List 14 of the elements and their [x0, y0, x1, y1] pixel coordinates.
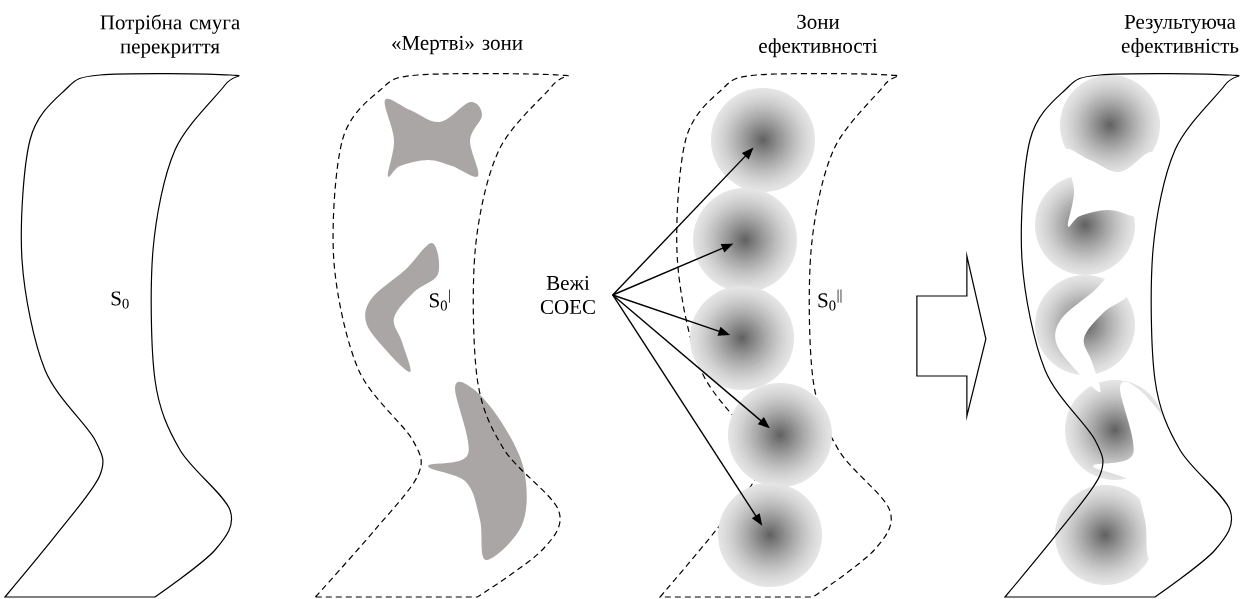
- heading: Потрібна смуга перекриття: [100, 14, 240, 58]
- area-label: S$_{0}$||: [818, 289, 842, 311]
- tower-label: Вежі СОЕС: [540, 275, 595, 315]
- heading: Зони ефективності: [759, 14, 878, 58]
- heading: «Мертві» зони: [392, 35, 523, 55]
- efficiency-zone: [728, 383, 832, 487]
- efficiency-zone: [711, 88, 815, 192]
- efficiency-zone: [690, 286, 794, 390]
- block-arrow: [916, 250, 987, 421]
- area-label: S$_{0}$: [111, 291, 129, 309]
- efficiency-zone: [693, 188, 797, 292]
- heading: Результуюча ефективність: [1121, 14, 1239, 58]
- efficiency-zone: [718, 483, 822, 587]
- area-label: S$_{0}$|: [429, 289, 450, 311]
